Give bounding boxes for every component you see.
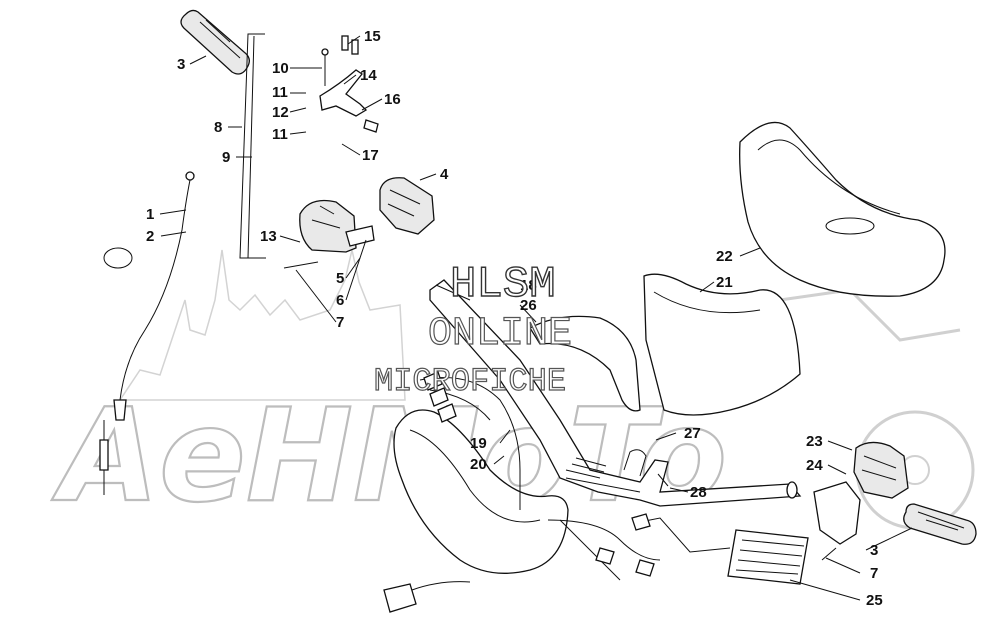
callout-2: 2 <box>146 228 154 245</box>
callout-19: 19 <box>470 435 487 452</box>
callout-20: 20 <box>470 456 487 473</box>
callout-18: 18 <box>520 277 537 294</box>
watermark-logo-text: AeHMoTo <box>51 382 727 531</box>
castle-silhouette <box>118 249 406 401</box>
lever-bracket <box>319 35 379 133</box>
hand-guard-right-lower <box>643 273 801 416</box>
right-grip <box>903 503 977 545</box>
callout-12: 12 <box>272 104 289 121</box>
callout-13: 13 <box>260 228 277 245</box>
callout-10: 10 <box>272 60 289 77</box>
callout-4: 4 <box>440 166 449 183</box>
leader-lines <box>159 35 913 601</box>
callout-8: 8 <box>214 119 222 136</box>
left-switch-housing <box>283 199 375 269</box>
hand-guard-left <box>393 409 569 574</box>
right-switch-block <box>379 177 435 235</box>
callout-16: 16 <box>384 91 401 108</box>
heater-element <box>727 529 809 585</box>
right-switch-housing <box>813 441 909 561</box>
callout-6: 6 <box>336 292 344 309</box>
throttle-cable <box>99 171 195 495</box>
bracket-8-9 <box>239 33 266 259</box>
watermark-microfiche: MICROFICHE <box>374 363 566 400</box>
callout-7-left: 7 <box>336 314 344 331</box>
callout-7-right: 7 <box>870 565 878 582</box>
callout-23: 23 <box>806 433 823 450</box>
callout-11-bottom: 11 <box>272 126 288 143</box>
callout-3-right: 3 <box>870 542 878 559</box>
watermark-online: ONLINE <box>428 312 572 357</box>
callout-9: 9 <box>222 149 230 166</box>
callout-22: 22 <box>716 248 733 265</box>
u-bolt <box>623 449 669 487</box>
watermark-brand: HLSM <box>450 260 556 310</box>
hand-guard-left-panel <box>529 315 641 412</box>
callout-25: 25 <box>866 592 883 609</box>
wiring-harness <box>383 371 731 613</box>
callout-28: 28 <box>690 484 707 501</box>
callout-24: 24 <box>806 457 823 474</box>
callout-5: 5 <box>336 270 344 287</box>
callout-21: 21 <box>716 274 733 291</box>
callout-14: 14 <box>360 67 377 84</box>
callout-11-top: 11 <box>272 84 288 101</box>
left-grip <box>180 9 250 75</box>
callout-15: 15 <box>364 28 381 45</box>
callout-26: 26 <box>520 297 537 314</box>
callout-27: 27 <box>684 425 701 442</box>
hand-guard-right-upper <box>739 121 946 297</box>
hlsm-watermark: HLSM ONLINE MICROFICHE <box>373 259 572 400</box>
handlebar <box>429 279 802 507</box>
callout-3-left: 3 <box>177 56 185 73</box>
callout-labels: 3 1 2 8 9 10 11 12 11 15 14 16 17 4 13 5… <box>146 28 883 609</box>
callout-1: 1 <box>146 206 154 223</box>
callout-17: 17 <box>362 147 379 164</box>
